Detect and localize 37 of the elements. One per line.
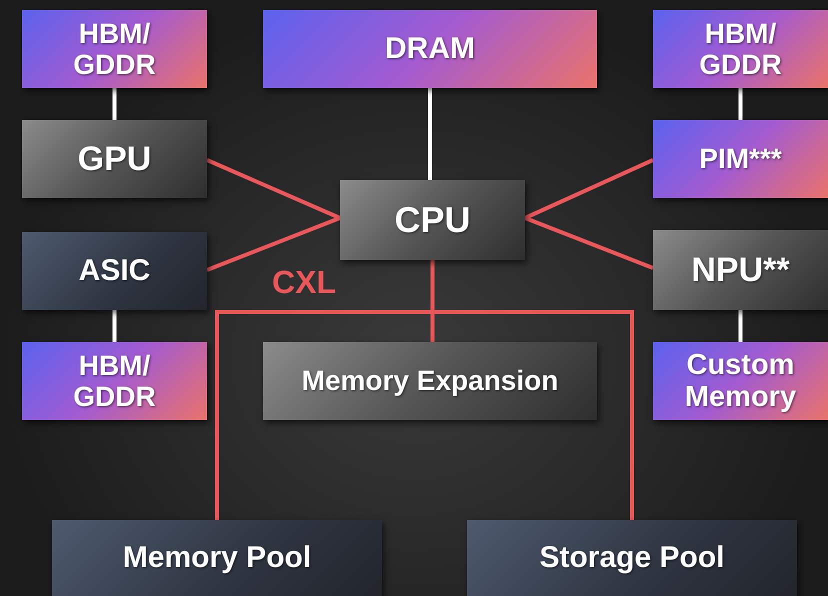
node-label: DRAM [385,32,475,66]
memory-box [263,10,597,88]
connector-line [738,88,742,120]
processor-box [340,180,525,260]
processor-box [22,120,207,198]
node-label: Memory Pool [122,541,312,575]
pool-box [22,232,207,310]
memory-box [653,120,828,198]
connector-line [112,310,116,342]
bus-label: CXL [272,264,336,301]
memory-box [653,342,828,420]
node-label: GPU [78,140,152,178]
connector-line [206,216,341,272]
pool-box [467,520,797,596]
connector-line [524,216,654,270]
connector-line [524,158,654,220]
node-label: CPU [394,200,470,240]
memory-box [653,10,828,88]
node-label: Storage Pool [539,541,725,575]
memory-box [22,10,207,88]
connector-line [112,88,116,120]
node-label: Memory Expansion [302,365,558,397]
node-label: PIM*** [699,143,782,175]
pool-box [52,520,382,596]
connector-line [206,158,341,220]
node-label: HBM/ GDDR [698,18,783,80]
node-label: ASIC [78,254,150,288]
connector-line [430,260,634,520]
processor-box [653,230,828,310]
memory-box [22,342,207,420]
connector-line [738,310,742,342]
node-label: HBM/ GDDR [72,350,157,412]
connector-line [428,88,432,180]
processor-box [263,342,597,420]
node-label: NPU** [691,250,790,290]
node-label: Custom Memory [684,348,798,414]
node-label: HBM/ GDDR [72,18,157,80]
